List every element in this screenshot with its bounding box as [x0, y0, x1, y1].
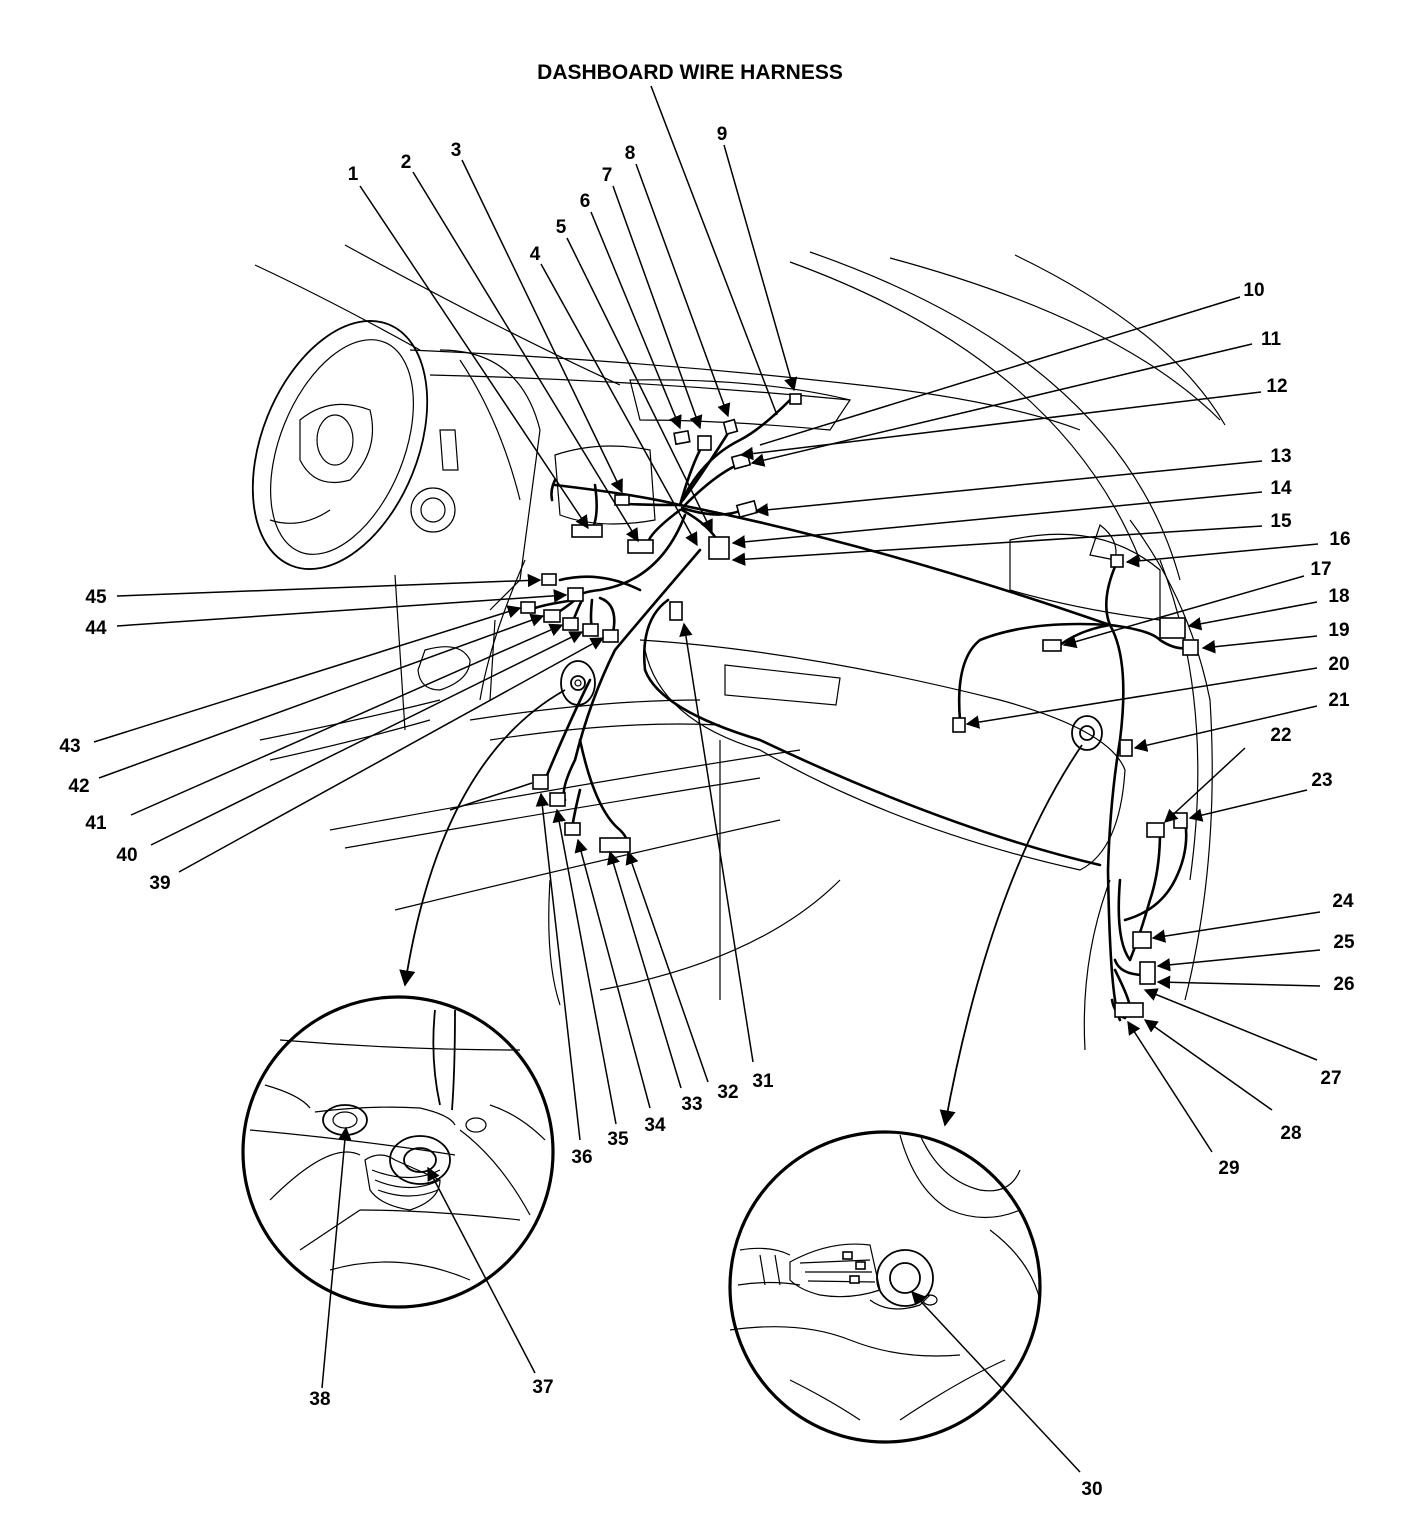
label-35: 35: [607, 1129, 629, 1150]
label-41: 41: [85, 813, 107, 834]
leader-lines: [93, 85, 1321, 1153]
connectors: [520, 393, 1199, 1018]
label-36: 36: [571, 1147, 592, 1168]
label-21: 21: [1328, 690, 1350, 711]
callout-labels: 1 2 3 4 5 6 7 8 9 10 11 12 13 14 15 16 1…: [59, 124, 1355, 1500]
ground-point-left: [560, 660, 596, 706]
label-4: 4: [530, 244, 541, 265]
diagram-title: DASHBOARD WIRE HARNESS: [537, 61, 843, 84]
harness-wiring: [528, 398, 1190, 1022]
label-43: 43: [59, 736, 80, 757]
label-23: 23: [1311, 770, 1332, 791]
ground-point-right: [1071, 715, 1103, 751]
label-18: 18: [1328, 586, 1349, 607]
label-12: 12: [1266, 376, 1287, 397]
label-30: 30: [1081, 1479, 1102, 1500]
label-24: 24: [1332, 891, 1354, 912]
detail-arrows: [399, 689, 1083, 1127]
dashboard-outline: [254, 244, 1226, 1051]
label-39: 39: [149, 873, 170, 894]
label-6: 6: [580, 191, 591, 212]
label-2: 2: [401, 152, 412, 173]
label-26: 26: [1333, 974, 1354, 995]
label-25: 25: [1333, 932, 1355, 953]
label-44: 44: [85, 618, 107, 639]
label-34: 34: [644, 1115, 666, 1136]
label-5: 5: [556, 217, 567, 238]
label-31: 31: [752, 1071, 774, 1092]
label-32: 32: [717, 1082, 738, 1103]
label-16: 16: [1329, 529, 1350, 550]
label-11: 11: [1261, 329, 1282, 350]
label-28: 28: [1280, 1123, 1301, 1144]
label-38: 38: [309, 1389, 330, 1410]
detail-view-right: [728, 1130, 1042, 1444]
label-37: 37: [532, 1377, 553, 1398]
label-17: 17: [1310, 559, 1331, 580]
label-3: 3: [451, 140, 462, 161]
steering-wheel: [251, 320, 459, 570]
label-8: 8: [625, 143, 636, 164]
label-22: 22: [1270, 725, 1291, 746]
label-45: 45: [85, 587, 107, 608]
label-27: 27: [1320, 1068, 1341, 1089]
label-40: 40: [116, 845, 137, 866]
detail-view-left: [241, 995, 555, 1309]
label-14: 14: [1270, 478, 1292, 499]
label-33: 33: [681, 1094, 702, 1115]
label-19: 19: [1328, 620, 1349, 641]
label-10: 10: [1243, 280, 1264, 301]
label-7: 7: [602, 165, 613, 186]
detail-leader-lines: [321, 1126, 1081, 1473]
label-15: 15: [1270, 511, 1292, 532]
label-29: 29: [1218, 1158, 1239, 1179]
label-42: 42: [68, 776, 89, 797]
label-20: 20: [1328, 654, 1349, 675]
label-1: 1: [348, 164, 359, 185]
label-9: 9: [717, 124, 728, 145]
label-13: 13: [1270, 446, 1291, 467]
